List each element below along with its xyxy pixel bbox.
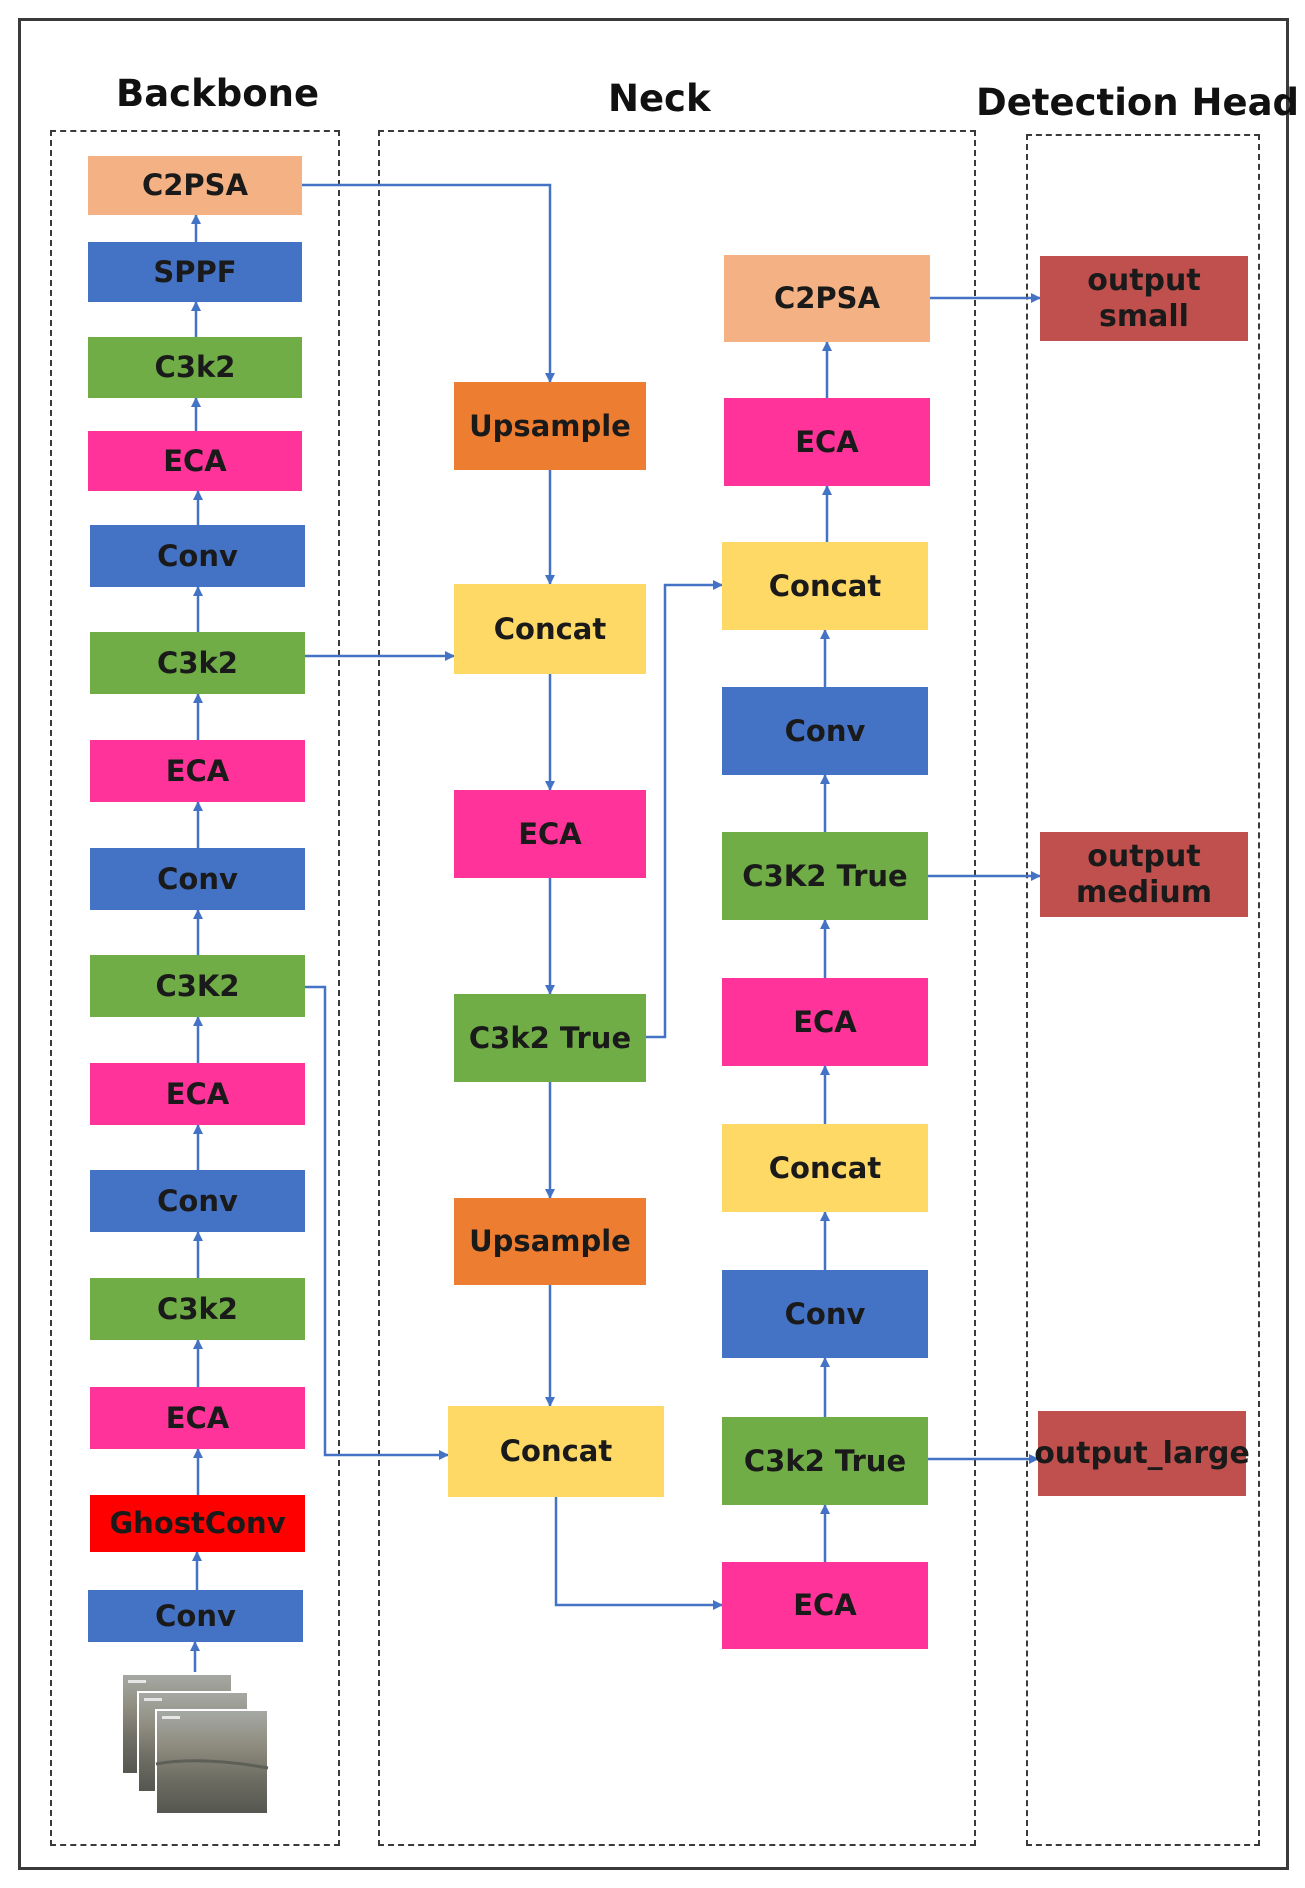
output-large-block: output_large: [1034, 1411, 1250, 1496]
backbone-c3k2-block: C3k2: [90, 1278, 305, 1340]
output-medium-block: output medium: [1040, 832, 1248, 917]
neck-upsample-block: Upsample: [454, 382, 646, 470]
output-small-label-line2: small: [1099, 298, 1189, 334]
neck-c3k2-true-block: C3k2 True: [722, 1417, 928, 1505]
neck-eca-block: ECA: [722, 978, 928, 1066]
backbone-c3k2-block: C3K2: [90, 955, 305, 1017]
neck-eca-block: ECA: [722, 1562, 928, 1649]
output-small-label-line1: output: [1087, 262, 1201, 298]
output-medium-label-line1: output: [1087, 838, 1201, 874]
backbone-c3k2-block: C3k2: [90, 632, 305, 694]
neck-eca-block: ECA: [724, 398, 930, 486]
neck-concat-block: Concat: [722, 1124, 928, 1212]
neck-title: Neck: [608, 77, 711, 120]
input-image-front: [155, 1709, 269, 1815]
neck-conv-block: Conv: [722, 1270, 928, 1358]
backbone-ghostconv-block: GhostConv: [90, 1495, 305, 1552]
backbone-conv-block: Conv: [90, 525, 305, 587]
neck-c2psa-block: C2PSA: [724, 255, 930, 342]
edge-concat-to-right-eca: [554, 1497, 723, 1610]
neck-c3k2-true-block: C3k2 True: [454, 994, 646, 1082]
backbone-eca-block: ECA: [90, 740, 305, 802]
detection-head-title: Detection Head: [976, 81, 1300, 124]
backbone-eca-block: ECA: [88, 431, 302, 491]
edge-c3k2true-to-right-concat: [646, 580, 723, 1039]
backbone-eca-block: ECA: [90, 1063, 305, 1125]
backbone-section: [50, 130, 340, 1846]
input-image-stack: [121, 1673, 269, 1815]
outer-frame: [18, 18, 1289, 1870]
backbone-conv-block: Conv: [90, 848, 305, 910]
neck-concat-block: Concat: [722, 542, 928, 630]
backbone-conv-block: Conv: [90, 1170, 305, 1232]
edge-c2psa-to-upsample: [302, 183, 555, 383]
backbone-title: Backbone: [116, 72, 320, 115]
backbone-c2psa-block: C2PSA: [88, 156, 302, 215]
neck-concat-block: Concat: [448, 1406, 664, 1497]
backbone-conv-block: Conv: [88, 1590, 303, 1642]
backbone-sppf-block: SPPF: [88, 242, 302, 302]
neck-section: [378, 130, 976, 1846]
output-small-block: output small: [1040, 256, 1248, 341]
edge-c3k2-to-concat-lower: [305, 985, 449, 1460]
neck-concat-block: Concat: [454, 584, 646, 674]
backbone-c3k2-block: C3k2: [88, 337, 302, 398]
backbone-eca-block: ECA: [90, 1387, 305, 1449]
detection-head-section: [1026, 134, 1260, 1846]
neck-conv-block: Conv: [722, 687, 928, 775]
neck-upsample-block: Upsample: [454, 1198, 646, 1285]
neck-c3k2-true-block: C3K2 True: [722, 832, 928, 920]
neck-eca-block: ECA: [454, 790, 646, 878]
output-medium-label-line2: medium: [1076, 874, 1212, 910]
